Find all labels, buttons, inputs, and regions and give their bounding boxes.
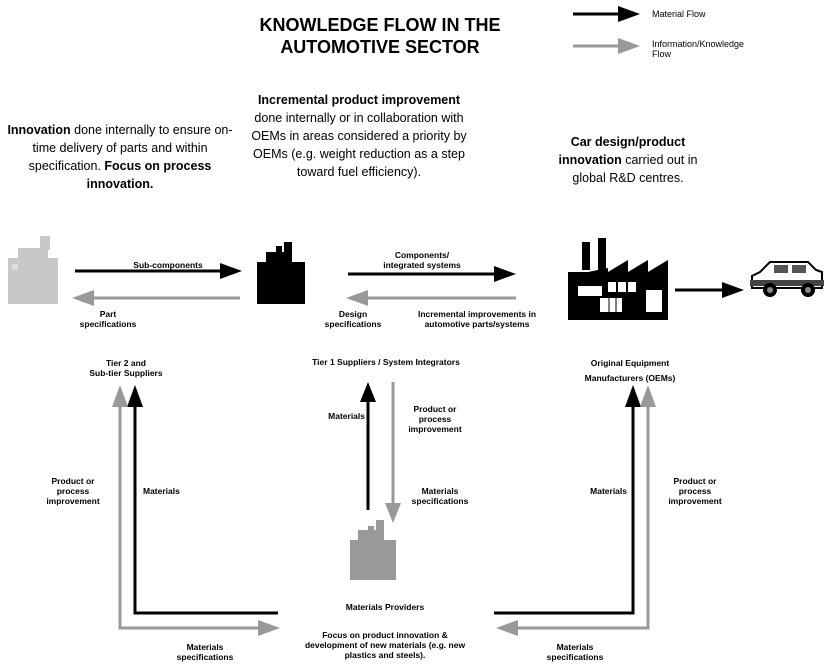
- label-center-improvement: Product or process improvement: [400, 404, 470, 434]
- materials-provider-building-icon: [350, 520, 396, 580]
- car-icon: [750, 261, 824, 297]
- mp-focus-line-1: Focus on product innovation &: [322, 630, 448, 640]
- label-part-spec-line-1: Part: [99, 309, 117, 319]
- tier2-building-icon: [8, 236, 58, 304]
- label-incremental-line-2: automotive parts/systems: [424, 319, 530, 329]
- tier1-building-icon: [257, 242, 305, 304]
- arrow-design-specifications: [346, 290, 516, 306]
- oem-description-bold: Car design/product innovation: [558, 135, 686, 167]
- tier2-description-bold-2: Focus on process innovation.: [86, 159, 212, 191]
- label-left-materials: Materials: [143, 486, 180, 496]
- oem-to-car-arrow: [675, 282, 744, 298]
- materials-providers-label: Materials Providers: [345, 602, 425, 612]
- oem-node-label: Original Equipment Manufacturers (OEMs): [565, 356, 695, 386]
- diagram-title: KNOWLEDGE FLOW IN THE AUTOMOTIVE SECTOR: [235, 14, 525, 58]
- legend-information-line-1: Information/Knowledge: [652, 39, 745, 49]
- label-right-materials: Materials: [590, 486, 627, 496]
- arrow-center-materials-up: [360, 382, 376, 510]
- arrow-sub-components: [75, 263, 242, 279]
- tier1-description-bold: Incremental product improvement: [257, 93, 461, 107]
- label-sub-components: Sub-components: [133, 260, 203, 270]
- legend-material-arrow: [573, 6, 640, 22]
- legend-information-label: Information/Knowledge Flow: [652, 39, 744, 59]
- mp-focus-line-3: plastics and steels).: [344, 650, 426, 660]
- tier1-description: Incremental product improvement done int…: [250, 91, 468, 181]
- mp-focus-line-2: development of new materials (e.g. new: [304, 640, 466, 650]
- legend-material-label: Material Flow: [652, 9, 706, 19]
- tier1-node-label: Tier 1 Suppliers / System Integrators: [312, 357, 460, 367]
- label-right-improvement: Product or process improvement: [655, 476, 735, 506]
- label-left-improvement-line-3: improvement: [46, 496, 100, 506]
- tier2-description-text: done internally to ensure on-time delive…: [28, 123, 233, 173]
- arrow-components: [348, 266, 516, 282]
- label-right-improvement-line-3: improvement: [668, 496, 722, 506]
- label-center-materials: Materials: [328, 411, 365, 421]
- legend-information-arrow: [573, 38, 640, 54]
- label-design-spec-line-1: Design: [338, 309, 368, 319]
- oem-description: Car design/product innovation carried ou…: [545, 133, 711, 187]
- label-center-improvement-line-3: improvement: [408, 424, 462, 434]
- label-center-material-specs: Materials specifications: [400, 486, 480, 506]
- arrow-left-improvement: [112, 385, 280, 636]
- label-design-specifications: Design specifications: [318, 309, 388, 329]
- label-bottom-left-specs: Materials specifications: [160, 642, 250, 662]
- label-center-improvement-line-1: Product or: [413, 404, 457, 414]
- label-design-spec-line-2: specifications: [324, 319, 382, 329]
- label-bottom-left-spec-line-2: specifications: [176, 652, 234, 662]
- arrow-center-improvement-down: [385, 382, 401, 523]
- tier2-node-label-2: Sub-tier Suppliers: [89, 368, 163, 378]
- label-left-improvement-line-2: process: [56, 486, 90, 496]
- legend-information-line-2: Flow: [652, 49, 672, 59]
- label-bottom-left-spec-line-1: Materials: [186, 642, 224, 652]
- tier1-description-text: done internally or in collaboration with…: [251, 111, 467, 179]
- label-bottom-right-spec-line-1: Materials: [556, 642, 594, 652]
- title-line-1: KNOWLEDGE FLOW IN THE: [259, 15, 501, 35]
- label-center-matspec-line-1: Materials: [421, 486, 459, 496]
- label-right-improvement-line-2: process: [678, 486, 712, 496]
- label-part-specifications: Part specifications: [68, 309, 148, 329]
- arrow-part-specifications: [72, 290, 240, 306]
- label-bottom-right-specs: Materials specifications: [530, 642, 620, 662]
- tier2-node-line-1: Tier 2 and: [106, 358, 146, 368]
- tier2-description: Innovation done internally to ensure on-…: [2, 121, 238, 193]
- label-right-improvement-line-1: Product or: [673, 476, 717, 486]
- materials-providers-focus: Focus on product innovation & developmen…: [290, 630, 480, 660]
- label-left-improvement-line-1: Product or: [51, 476, 95, 486]
- label-center-matspec-line-2: specifications: [411, 496, 469, 506]
- tier2-node-label: Tier 2 and: [76, 356, 176, 371]
- oem-description-text: carried out in global R&D centres.: [572, 153, 698, 185]
- oem-node-line-2: Manufacturers (OEMs): [584, 373, 676, 383]
- label-part-spec-line-2: specifications: [79, 319, 137, 329]
- label-components-line-1: Components/: [394, 250, 450, 260]
- label-incremental-line-1: Incremental improvements in: [417, 309, 537, 319]
- arrow-right-materials: [494, 385, 641, 615]
- label-incremental-improvements: Incremental improvements in automotive p…: [402, 309, 552, 329]
- arrow-left-materials: [127, 385, 278, 615]
- tier2-description-bold-1: Innovation: [7, 123, 71, 137]
- label-components: Components/ integrated systems: [367, 250, 477, 270]
- label-left-improvement: Product or process improvement: [38, 476, 108, 506]
- label-components-line-2: integrated systems: [383, 260, 461, 270]
- arrow-right-improvement: [496, 385, 656, 636]
- label-bottom-right-spec-line-2: specifications: [546, 652, 604, 662]
- oem-factory-icon: [568, 238, 668, 320]
- title-line-2: AUTOMOTIVE SECTOR: [280, 37, 480, 57]
- label-center-improvement-line-2: process: [418, 414, 452, 424]
- oem-node-line-1: Original Equipment: [590, 358, 670, 368]
